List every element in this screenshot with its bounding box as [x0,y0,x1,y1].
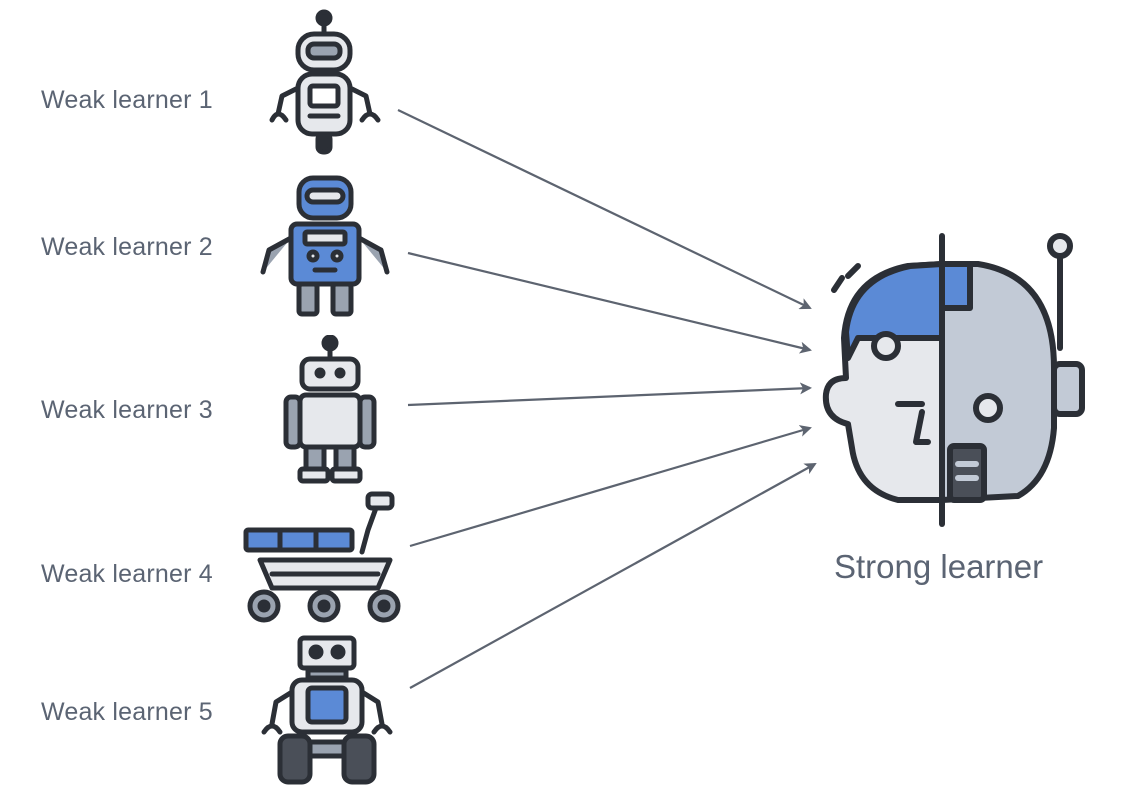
robot-3-icon [283,335,377,484]
arrow-1 [397,109,812,310]
rover-robot-icon [243,491,401,623]
arrow-2 [407,251,812,354]
weak-learner-5-label: Weak learner 5 [41,698,213,726]
robot-5-icon [261,635,393,785]
arrow-3 [407,382,812,407]
weak-learner-3-label: Weak learner 3 [41,396,213,424]
cyborg-head-icon [822,233,1085,527]
weak-learner-4-label: Weak learner 4 [41,560,213,588]
arrow-5 [409,463,817,689]
robot-2-icon [260,175,390,317]
weak-learner-2-label: Weak learner 2 [41,233,213,261]
robot-1-icon [269,9,381,155]
arrow-4 [409,425,812,548]
strong-learner-label: Strong learner [834,548,1044,585]
weak-learner-1-label: Weak learner 1 [41,86,213,114]
